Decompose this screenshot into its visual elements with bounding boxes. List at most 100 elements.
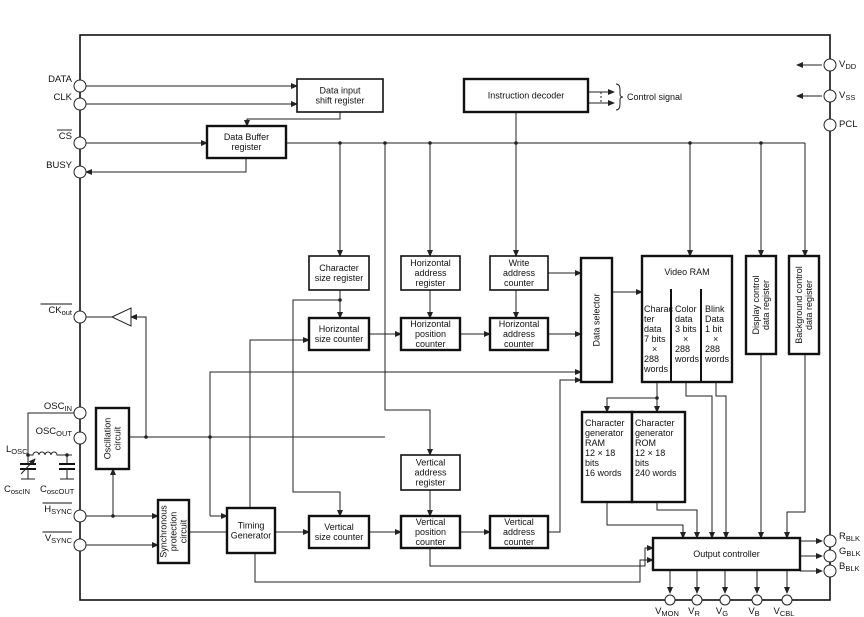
oscillation-circuit-label: Oscillation	[103, 418, 113, 460]
pin-data: DATA	[48, 74, 87, 93]
pin-busy: BUSY	[46, 160, 87, 179]
pin-bblk: BBLK	[823, 561, 860, 578]
data-buffer-register-label: Data Buffer	[224, 132, 269, 142]
video-ram-column-1-label: 288	[644, 354, 659, 364]
timing-generator-label: Timing	[238, 521, 265, 531]
data-selector-label: Data selector	[592, 293, 602, 346]
character-generator-rom-label: generator	[635, 428, 674, 438]
character-size-register-label: Character	[319, 263, 359, 273]
pin-circle	[823, 118, 837, 132]
video-ram-column-3-label: Data	[705, 314, 724, 324]
brace-icon	[615, 83, 624, 111]
pin-hsync-label: HSYNC	[44, 504, 72, 516]
data-buffer-register-box	[205, 124, 288, 160]
horizontal-address-counter-box	[488, 316, 550, 352]
output-controller: Output controller	[651, 536, 802, 572]
horizontal-address-counter-label: address	[503, 329, 536, 339]
pin-oscout-label: OSCOUT	[36, 426, 73, 438]
vertical-address-counter-label: address	[503, 527, 536, 537]
pin-vb: VB	[748, 594, 763, 617]
vertical-size-counter-label: Vertical	[324, 522, 354, 532]
pin-busy-label: BUSY	[46, 160, 73, 171]
synchronous-protection-circuit-label: protection	[169, 512, 179, 552]
cosc-in-label: CoscIN	[4, 484, 30, 496]
synchronous-protection-circuit-label: circuit	[179, 519, 189, 543]
pin-vsync: VSYNC	[42, 531, 87, 552]
junction-dot	[383, 141, 387, 145]
pin-circle	[823, 564, 837, 578]
pin-circle	[73, 79, 87, 93]
character-generator-ram-label: bits	[585, 458, 600, 468]
pin-circle	[823, 534, 837, 548]
data-input-shift-register-label: Data input	[319, 86, 361, 96]
oscillation-circuit-label: circuit	[113, 426, 123, 450]
vertical-position-counter-box	[399, 514, 462, 550]
horizontal-position-counter-box	[399, 316, 462, 352]
cosc-out-label: CoscOUT	[40, 484, 75, 496]
pin-ckout: CKout	[40, 303, 87, 324]
signal-line	[384, 143, 433, 456]
character-generator-ram-label: Character	[585, 418, 625, 428]
pin-oscin-label: OSCIN	[44, 401, 72, 413]
pin-data-label: DATA	[48, 74, 73, 85]
horizontal-address-register-box	[400, 255, 461, 291]
junction-dot	[111, 514, 115, 518]
character-generator-rom-label: Character	[635, 418, 675, 428]
video-ram-column-1-label: 7 bits	[644, 334, 666, 344]
pin-vg: VG	[716, 594, 731, 617]
pin-circle	[73, 509, 87, 523]
pin-rblk: RBLK	[823, 531, 860, 548]
vertical-address-register-label: register	[415, 478, 445, 488]
pin-vdd: VDD	[823, 58, 857, 72]
pin-clk: CLK	[54, 92, 87, 111]
pin-vr: VR	[688, 594, 703, 617]
signal-line	[606, 502, 686, 539]
junction-dot	[144, 435, 148, 439]
pin-vmon: VMON	[655, 594, 679, 617]
background-control-data-register-label: data register	[804, 280, 814, 330]
signal-line	[292, 299, 343, 517]
pin-circle	[781, 594, 793, 606]
character-size-register-label: size register	[315, 273, 364, 283]
pin-circle	[823, 89, 837, 103]
horizontal-position-counter-label: counter	[415, 339, 445, 349]
vertical-address-register-label: address	[414, 468, 447, 478]
pin-cs-label: CS	[59, 131, 72, 142]
signal-line	[548, 377, 582, 533]
video-ram-column-3-label: words	[704, 354, 730, 364]
pin-gblk: GBLK	[823, 546, 861, 563]
character-generator-rom-box	[630, 410, 687, 504]
horizontal-address-register-label: address	[414, 268, 447, 278]
background-control-data-register-label: Background control	[794, 266, 804, 344]
signal-line	[209, 369, 582, 516]
signal-line	[249, 337, 310, 508]
instruction-decoder: Instruction decoder	[462, 77, 590, 114]
junction-dot	[208, 435, 212, 439]
synchronous-protection-circuit-label: Synchronous	[159, 505, 169, 558]
character-generator-ram-label: RAM	[585, 438, 605, 448]
signal-lines: Control signal	[85, 62, 823, 594]
pin-pcl: PCL	[823, 118, 857, 132]
instruction-decoder-label: Instruction decoder	[488, 91, 565, 101]
data-buffer-register-label: register	[231, 142, 261, 152]
pin-circle	[73, 310, 87, 324]
buffer-triangle-icon	[110, 307, 132, 327]
video-ram-box	[640, 254, 734, 384]
junction-dot	[338, 298, 342, 302]
pin-clk-label: CLK	[54, 92, 73, 103]
vertical-size-counter-box	[307, 514, 371, 550]
video-ram-column-1-label: ×	[652, 344, 657, 354]
vertical-position-counter-label: Vertical	[416, 517, 446, 527]
